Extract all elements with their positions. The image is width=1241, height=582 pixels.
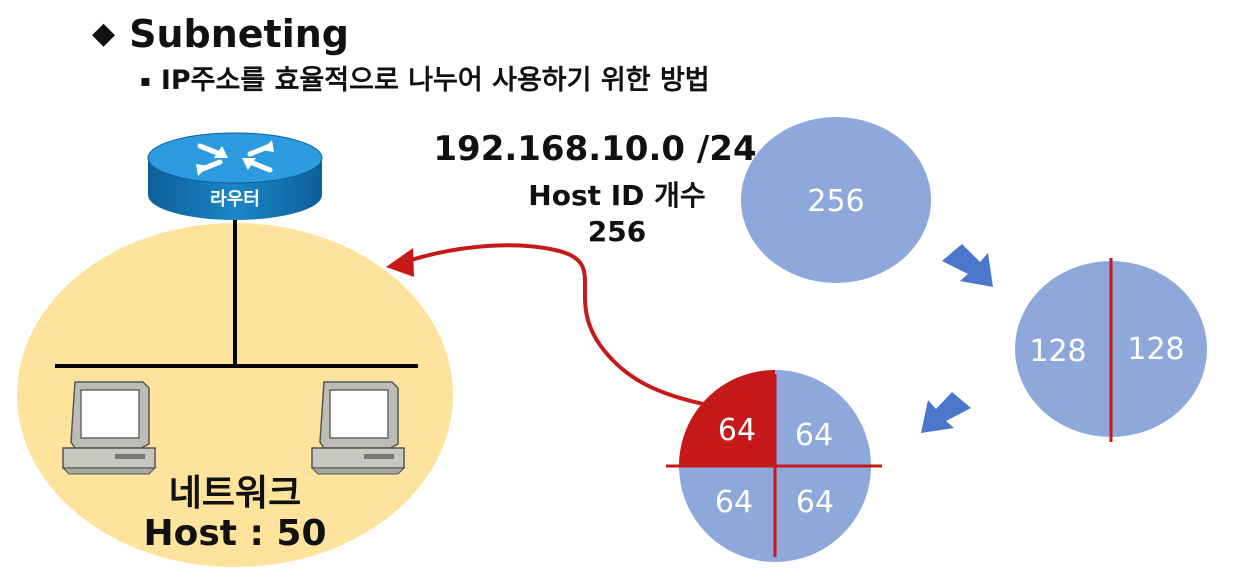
network-label: 네트워크 (169, 473, 301, 514)
subtitle-text: IP주소를 효율적으로 나누어 사용하기 위한 방법 (160, 65, 710, 96)
half-left-value: 128 (1029, 334, 1086, 369)
title-text: Subneting (129, 12, 349, 56)
quarter-value-top-right: 64 (795, 418, 833, 453)
blue-arrow-icon (942, 244, 993, 287)
host-id-label: Host ID 개수 (528, 179, 705, 212)
network-ellipse (17, 223, 453, 567)
quarter-value-bottom-right: 64 (796, 485, 834, 520)
quarter-value-top-left: 64 (718, 413, 756, 448)
square-bullet-icon: ▪ (140, 71, 151, 90)
computer-icon (61, 381, 157, 475)
computer-icon (310, 381, 406, 475)
slide-title: ◆ Subneting (92, 10, 349, 58)
router-icon (147, 132, 323, 220)
host-id-count: 256 (588, 215, 646, 248)
slide-subtitle: ▪ IP주소를 효율적으로 나누어 사용하기 위한 방법 (140, 63, 710, 99)
router-label: 라우터 (210, 189, 260, 210)
diamond-bullet-icon: ◆ (92, 16, 116, 51)
full-network-value: 256 (807, 184, 864, 219)
network-host-count: Host : 50 (143, 513, 326, 554)
half-right-value: 128 (1127, 332, 1184, 367)
quarter-value-bottom-left: 64 (715, 485, 753, 520)
blue-arrow-icon (921, 392, 971, 433)
red-curved-arrow-icon (386, 243, 709, 407)
full-network-circle (741, 117, 931, 283)
cidr-address: 192.168.10.0 /24 (433, 129, 756, 169)
